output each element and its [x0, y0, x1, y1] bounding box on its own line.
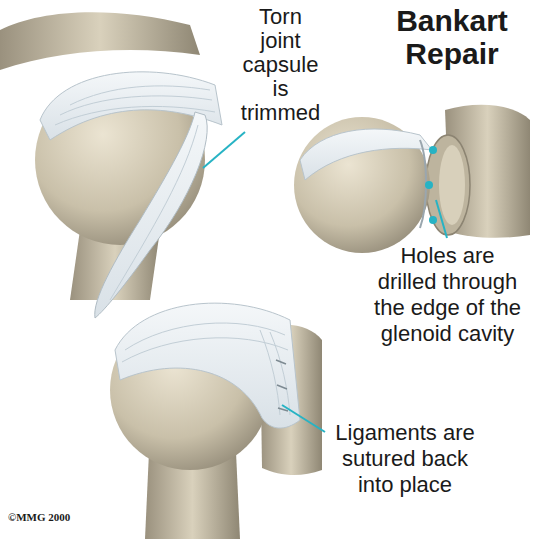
copyright-note: ©MMG 2000: [8, 510, 138, 524]
callout-label: Holes are drilled through the edge of th…: [370, 243, 525, 347]
leader-line: [436, 200, 447, 238]
drill-hole: [429, 216, 437, 224]
leader-line: [282, 405, 325, 432]
diagram-title: Bankart Repair: [382, 4, 522, 70]
suture: [276, 360, 288, 411]
callout-label: Torn joint capsule is trimmed: [238, 5, 323, 125]
panel-trimmed: [0, 12, 222, 318]
glenoid-surface: [439, 145, 465, 225]
torn-flap: [95, 112, 207, 318]
clavicle: [0, 12, 200, 70]
panel-sutured: [110, 303, 322, 539]
callout-label: Ligaments are sutured back into place: [330, 420, 480, 498]
panel-drilled: [294, 105, 530, 253]
joint-capsule: [115, 303, 300, 428]
joint-capsule: [300, 129, 432, 180]
glenoid-cavity: [426, 135, 470, 235]
leader-line: [203, 132, 245, 168]
drill-hole: [425, 181, 433, 189]
drill-hole: [429, 146, 437, 154]
